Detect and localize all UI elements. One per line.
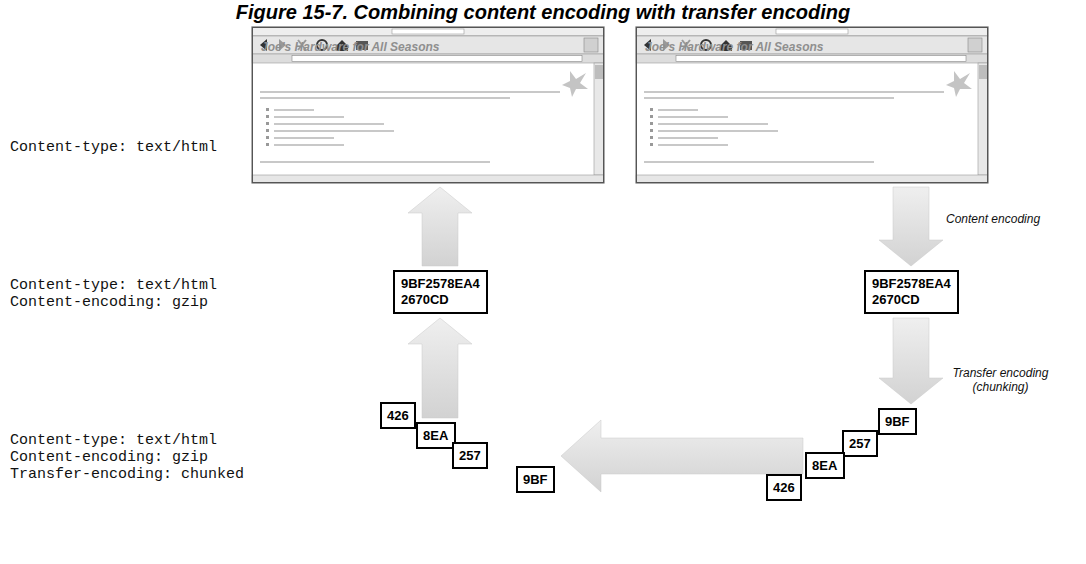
box-text: 9BF: [885, 414, 910, 429]
chunk-box: 257: [452, 442, 488, 469]
block-arrow: [879, 318, 943, 404]
chunk-box: 8EA: [416, 422, 456, 449]
encoded-body-box: 9BF2578EA4 2670CD: [393, 270, 488, 314]
browser-window: Joe's Hardware for All Seasons: [252, 27, 604, 183]
block-arrow: [408, 187, 472, 266]
chunk-box: 9BF: [878, 408, 917, 435]
box-text: 426: [773, 480, 795, 495]
page-heading: Joe's Hardware for All Seasons: [261, 40, 595, 54]
header-line: Content-encoding: gzip: [10, 294, 208, 311]
block-arrow: [408, 318, 472, 418]
browser-window: Joe's Hardware for All Seasons: [636, 27, 988, 183]
block-arrow: [879, 187, 943, 266]
header-line: Transfer-encoding: chunked: [10, 466, 244, 483]
page-heading: Joe's Hardware for All Seasons: [645, 40, 979, 54]
header-line: Content-type: text/html: [10, 139, 217, 156]
encoded-body-box: 9BF2578EA4 2670CD: [864, 270, 959, 314]
box-text: 8EA: [423, 428, 449, 443]
box-text: 257: [849, 436, 871, 451]
chunk-box: 426: [380, 402, 416, 429]
step-label: Transfer encoding (chunking): [948, 366, 1053, 394]
box-text: 9BF2578EA4 2670CD: [872, 276, 951, 308]
chunk-box: 426: [766, 474, 802, 501]
chunk-box: 9BF: [516, 466, 555, 493]
box-text: 8EA: [812, 458, 838, 473]
chunk-box: 257: [842, 430, 878, 457]
chunk-box: 8EA: [805, 452, 845, 479]
box-text: 257: [459, 448, 481, 463]
browser-window-art: [636, 27, 988, 183]
box-text: 426: [387, 408, 409, 423]
header-line: Content-type: text/html: [10, 432, 217, 449]
figure-title: Figure 15-7. Combining content encoding …: [0, 1, 1086, 24]
box-text: 9BF: [523, 472, 548, 487]
header-line: Content-encoding: gzip: [10, 449, 208, 466]
box-text: 9BF2578EA4 2670CD: [401, 276, 480, 308]
header-line: Content-type: text/html: [10, 277, 217, 294]
step-label: Content encoding: [946, 212, 1040, 226]
browser-window-art: [252, 27, 604, 183]
